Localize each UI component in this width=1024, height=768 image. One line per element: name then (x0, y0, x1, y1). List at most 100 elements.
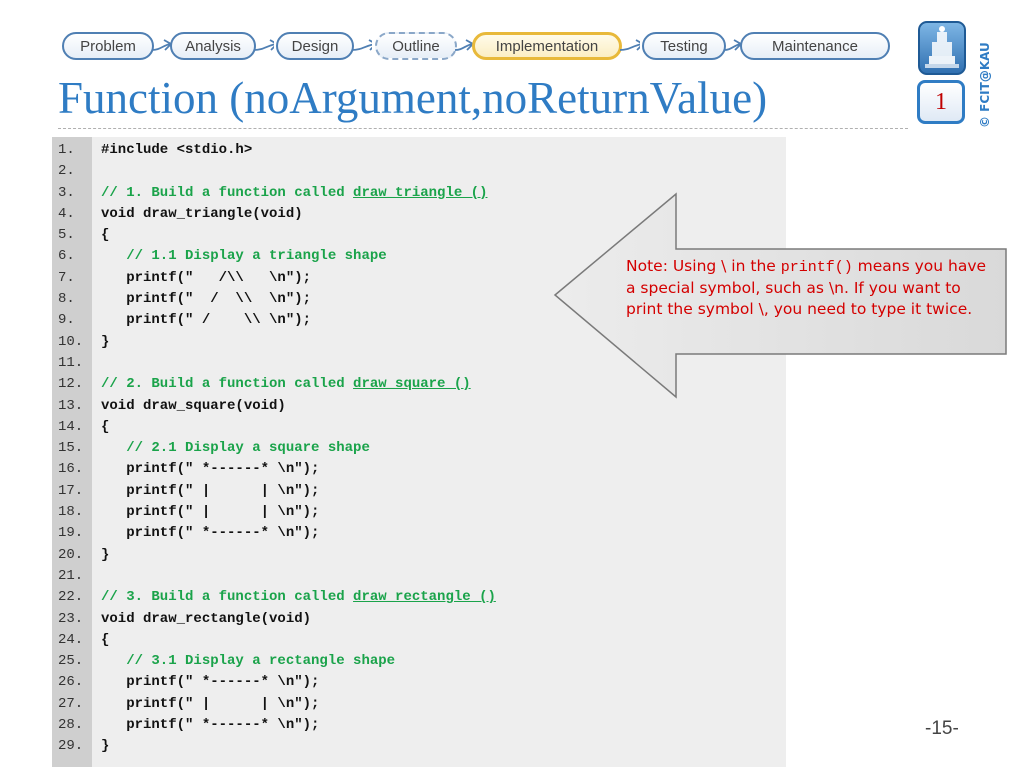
line-number: 11. (58, 354, 84, 371)
code-panel: 1.2.3.4.5.6.7.8.9.10.11.12.13.14.15.16.1… (52, 137, 786, 767)
line-number: 23. (58, 610, 84, 627)
code-line: void draw_rectangle(void) (101, 609, 781, 630)
code-line: { (101, 225, 781, 246)
code-line: // 3. Build a function called draw_recta… (101, 587, 781, 608)
code-line: // 1.1 Display a triangle shape (101, 246, 781, 267)
copyright-text: © FCIT@KAU (978, 42, 992, 128)
code-text: } (101, 546, 110, 563)
code-line: // 2.1 Display a square shape (101, 438, 781, 459)
nav-step-testing[interactable]: Testing (642, 32, 726, 60)
code-line (101, 161, 781, 182)
code-comment: // 1. Build a function called (101, 184, 354, 201)
code-line: printf(" *------* \n"); (101, 459, 781, 480)
code-text: void draw_square(void) (101, 397, 286, 414)
page-number: -15- (925, 718, 959, 739)
line-number: 18. (58, 504, 84, 521)
line-number: 20. (58, 546, 84, 563)
line-number: 14. (58, 418, 84, 435)
line-number: 2. (58, 163, 75, 180)
code-text: void draw_triangle(void) (101, 205, 303, 222)
code-line: { (101, 630, 781, 651)
code-text: printf(" *------* \n"); (101, 525, 320, 542)
code-line: } (101, 545, 781, 566)
code-text: { (101, 631, 110, 648)
code-text: printf(" | | \n"); (101, 482, 320, 499)
code-line: printf(" / \\ \n"); (101, 289, 781, 310)
code-comment: // 2.1 Display a square shape (101, 440, 370, 457)
note-text: Note: Using \ in the printf() means you … (626, 256, 996, 320)
code-text: { (101, 418, 110, 435)
page-title: Function (noArgument,noReturnValue) (58, 73, 768, 123)
line-number: 5. (58, 227, 75, 244)
nav-step-implementation[interactable]: Implementation (472, 32, 622, 60)
code-line: printf(" /\\ \n"); (101, 268, 781, 289)
line-number: 15. (58, 440, 84, 457)
code-line: void draw_triangle(void) (101, 204, 781, 225)
nav-arrow-icon (620, 39, 640, 51)
line-number: 27. (58, 695, 84, 712)
line-number: 1. (58, 142, 75, 158)
code-comment: // 3.1 Display a rectangle shape (101, 653, 396, 670)
slide-badge: 1 (917, 80, 965, 124)
title-divider (58, 128, 908, 129)
line-number: 6. (58, 248, 75, 265)
line-number: 26. (58, 674, 84, 691)
nav-step-problem[interactable]: Problem (62, 32, 154, 60)
nav-step-outline[interactable]: Outline (375, 32, 457, 60)
code-function-name: draw_triangle () (353, 184, 488, 201)
code-line: printf(" / \\ \n"); (101, 310, 781, 331)
code-comment: // 2. Build a function called (101, 376, 354, 393)
university-logo-icon (917, 20, 967, 76)
nav-arrow-icon (152, 39, 172, 51)
code-text: printf(" *------* \n"); (101, 717, 320, 734)
line-number: 16. (58, 461, 84, 478)
code-function-name: draw_rectangle () (353, 589, 496, 606)
code-comment: // 3. Build a function called (101, 589, 354, 606)
line-number: 21. (58, 567, 84, 584)
note-code: printf() (780, 259, 853, 276)
line-number: 28. (58, 717, 84, 734)
line-number: 10. (58, 333, 84, 350)
note-text-part1: Note: Using \ in the (626, 257, 781, 275)
line-number: 19. (58, 525, 84, 542)
code-listing: #include <stdio.h> // 1. Build a function… (101, 140, 781, 758)
code-text: printf(" | | \n"); (101, 695, 320, 712)
code-function-name: draw_square () (353, 376, 471, 393)
code-line: printf(" | | \n"); (101, 502, 781, 523)
code-line: // 2. Build a function called draw_squar… (101, 374, 781, 395)
nav-step-maintenance[interactable]: Maintenance (740, 32, 890, 60)
note-text-part2: means you have a special symbol, such as… (626, 257, 987, 318)
code-text: } (101, 333, 110, 350)
line-number: 4. (58, 205, 75, 222)
code-text: { (101, 227, 110, 244)
line-number: 17. (58, 482, 84, 499)
code-line: } (101, 736, 781, 757)
line-number: 13. (58, 397, 84, 414)
line-number: 25. (58, 653, 84, 670)
copyright-label: © FCIT@KAU (978, 42, 992, 128)
code-line: printf(" | | \n"); (101, 481, 781, 502)
nav-arrow-icon (352, 39, 372, 51)
code-line: printf(" | | \n"); (101, 694, 781, 715)
line-number: 7. (58, 269, 75, 286)
line-number: 12. (58, 376, 84, 393)
code-text: printf(" /\\ \n"); (101, 269, 312, 286)
line-numbers: 1.2.3.4.5.6.7.8.9.10.11.12.13.14.15.16.1… (58, 140, 92, 758)
code-text: printf(" | | \n"); (101, 504, 320, 521)
code-line: void draw_square(void) (101, 396, 781, 417)
code-text: printf(" / \\ \n"); (101, 291, 312, 308)
code-text: printf(" *------* \n"); (101, 674, 320, 691)
process-nav: Problem Analysis Design Outline Implementati… (0, 0, 900, 70)
code-line (101, 566, 781, 587)
line-number: 9. (58, 312, 75, 329)
code-line: // 1. Build a function called draw_trian… (101, 183, 781, 204)
code-line: #include <stdio.h> (101, 140, 781, 161)
code-line: { (101, 417, 781, 438)
code-line: } (101, 332, 781, 353)
code-text: printf(" *------* \n"); (101, 461, 320, 478)
line-number: 29. (58, 738, 84, 755)
code-line: printf(" *------* \n"); (101, 672, 781, 693)
nav-step-analysis[interactable]: Analysis (170, 32, 256, 60)
line-number: 3. (58, 184, 75, 201)
nav-step-design[interactable]: Design (276, 32, 354, 60)
